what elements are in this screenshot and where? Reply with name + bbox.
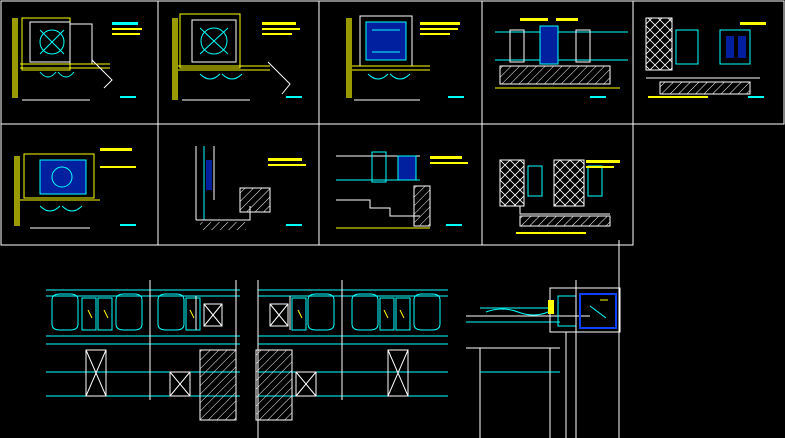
sheet-4[interactable]: [481, 0, 634, 125]
sheet-7-content: [195, 146, 306, 230]
sheet-4-content: [495, 18, 628, 98]
sheet-2[interactable]: [157, 0, 320, 125]
sheet-5[interactable]: [632, 0, 785, 125]
sheet-1[interactable]: [0, 0, 159, 125]
sheet-3[interactable]: [318, 0, 483, 125]
detail-plan-left[interactable]: [46, 280, 240, 421]
sheet-9[interactable]: [481, 123, 634, 246]
sheet-6-content: [14, 148, 136, 229]
sheet-frame: [632, 0, 785, 125]
sheet-frame: [318, 123, 483, 246]
sheet-5-content: [645, 17, 766, 98]
sheet-2-content: [172, 13, 302, 101]
sheet-frame: [318, 0, 483, 125]
sheet-frame: [0, 0, 159, 125]
sheet-8-content: [336, 151, 468, 229]
detail-corner[interactable]: [466, 280, 621, 438]
sheet-3-content: [346, 15, 464, 101]
sheet-1-content: [12, 17, 142, 101]
sheet-frame: [157, 0, 320, 125]
sheet-8[interactable]: [318, 123, 483, 246]
sheet-7[interactable]: [157, 123, 320, 246]
sheet-9-content: [499, 159, 620, 234]
sheet-6[interactable]: [0, 123, 159, 246]
detail-plan-middle[interactable]: [255, 280, 448, 438]
sheet-frame: [481, 123, 634, 246]
